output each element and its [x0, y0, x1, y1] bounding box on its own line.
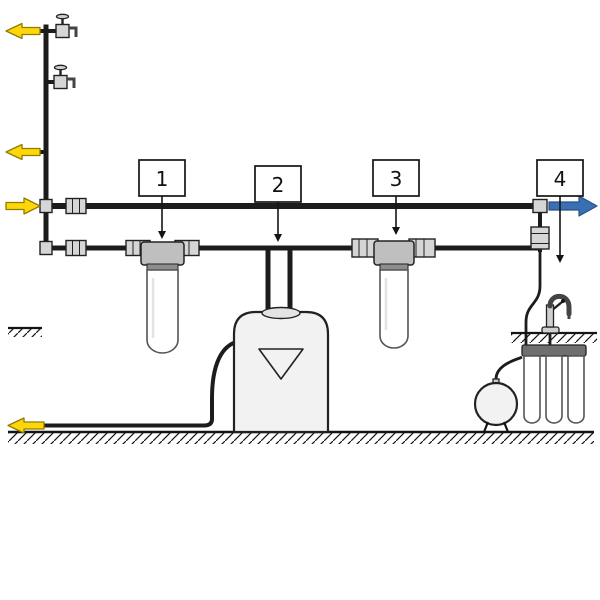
callout-4-arrowhead [556, 255, 564, 263]
drain-outlet-arrow-icon [7, 417, 45, 434]
outdoor-tap-upper-icon [55, 13, 78, 39]
softener-lid [261, 306, 301, 320]
ro-manifold [521, 344, 587, 357]
counter-shelf [511, 331, 597, 343]
ro-filter-bank [521, 344, 587, 424]
inline-coupling-branch [65, 239, 87, 257]
callout-3: 3 [372, 159, 420, 235]
water-softener-tank [232, 306, 330, 434]
ro-cartridge [567, 355, 585, 424]
callout-3-arrowhead [392, 227, 400, 235]
branch-pipe [39, 239, 540, 314]
callout-4-label: 4 [554, 167, 567, 191]
untreated-branch-upper-arrow-icon [5, 22, 41, 40]
filter-sump [379, 269, 409, 349]
ro-feed-line [524, 206, 550, 352]
untreated-branch-lower-arrow-icon [5, 143, 41, 161]
tee-fitting-right [532, 198, 548, 214]
filter-housing-3 [351, 238, 436, 349]
callout-3-label: 3 [390, 167, 403, 191]
ro-cartridge [523, 355, 541, 424]
filter-head [373, 240, 415, 266]
ground-hatch [8, 433, 594, 444]
wall-section [8, 326, 42, 337]
check-valve-fitting [530, 226, 550, 250]
untreated-branch-riser [5, 13, 78, 248]
softener-emblem [258, 348, 304, 380]
outdoor-tap-lower-icon [46, 64, 76, 90]
drain-line [7, 340, 237, 434]
treated-outlet-arrow-icon [548, 195, 598, 217]
callout-1-label: 1 [156, 167, 169, 191]
filter-head [140, 241, 185, 266]
kitchen-faucet-icon [541, 293, 572, 346]
main-pipe [5, 195, 598, 217]
callout-2-label: 2 [272, 173, 285, 197]
main-inlet-arrow-icon [5, 197, 41, 215]
callout-2-arrowhead [274, 234, 282, 242]
ro-cartridge [545, 355, 563, 424]
tee-fitting [39, 198, 53, 214]
callout-4: 4 [536, 159, 584, 263]
filter-housing-1 [125, 239, 200, 354]
tee-fitting [39, 240, 53, 256]
callout-1: 1 [138, 159, 186, 239]
filter-sump [146, 269, 179, 354]
ro-pressure-tank [473, 355, 523, 433]
callout-1-arrowhead [158, 231, 166, 239]
callout-2: 2 [254, 165, 302, 242]
ground-line [8, 430, 594, 444]
inline-coupling-main [65, 197, 87, 215]
